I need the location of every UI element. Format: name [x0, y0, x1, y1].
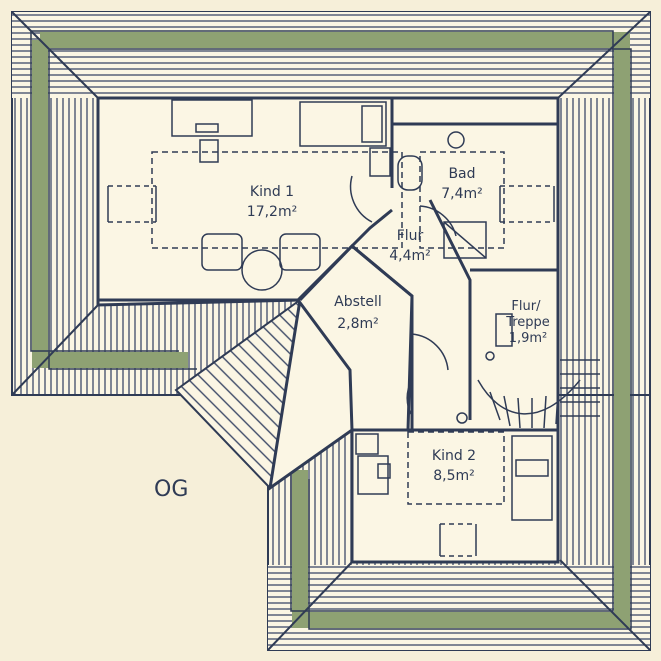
- room-area-kind-1: 17,2m²: [247, 204, 297, 220]
- room-name-kind-1: Kind 1: [250, 184, 294, 200]
- room-name-flur-treppe: Flur/ Treppe: [505, 299, 550, 330]
- room-area-abstell: 2,8m²: [337, 316, 379, 332]
- room-name-abstell: Abstell: [334, 294, 382, 310]
- interior: [96, 96, 560, 564]
- room-area-kind-2: 8,5m²: [433, 468, 475, 484]
- room-area-flur: 4,4m²: [389, 248, 431, 264]
- floor-label: OG: [154, 477, 188, 502]
- room-name-flur: Flur: [397, 228, 424, 244]
- walls: [98, 98, 558, 432]
- room-labels: Kind 1 17,2m² Bad 7,4m² Flur 4,4m² Abste…: [247, 166, 550, 484]
- room-name-bad: Bad: [448, 166, 475, 182]
- room-name-kind-2: Kind 2: [432, 448, 476, 464]
- room-area-bad: 7,4m²: [441, 186, 483, 202]
- room-area-flur-treppe: 1,9m²: [509, 331, 548, 346]
- furniture: [107, 99, 600, 557]
